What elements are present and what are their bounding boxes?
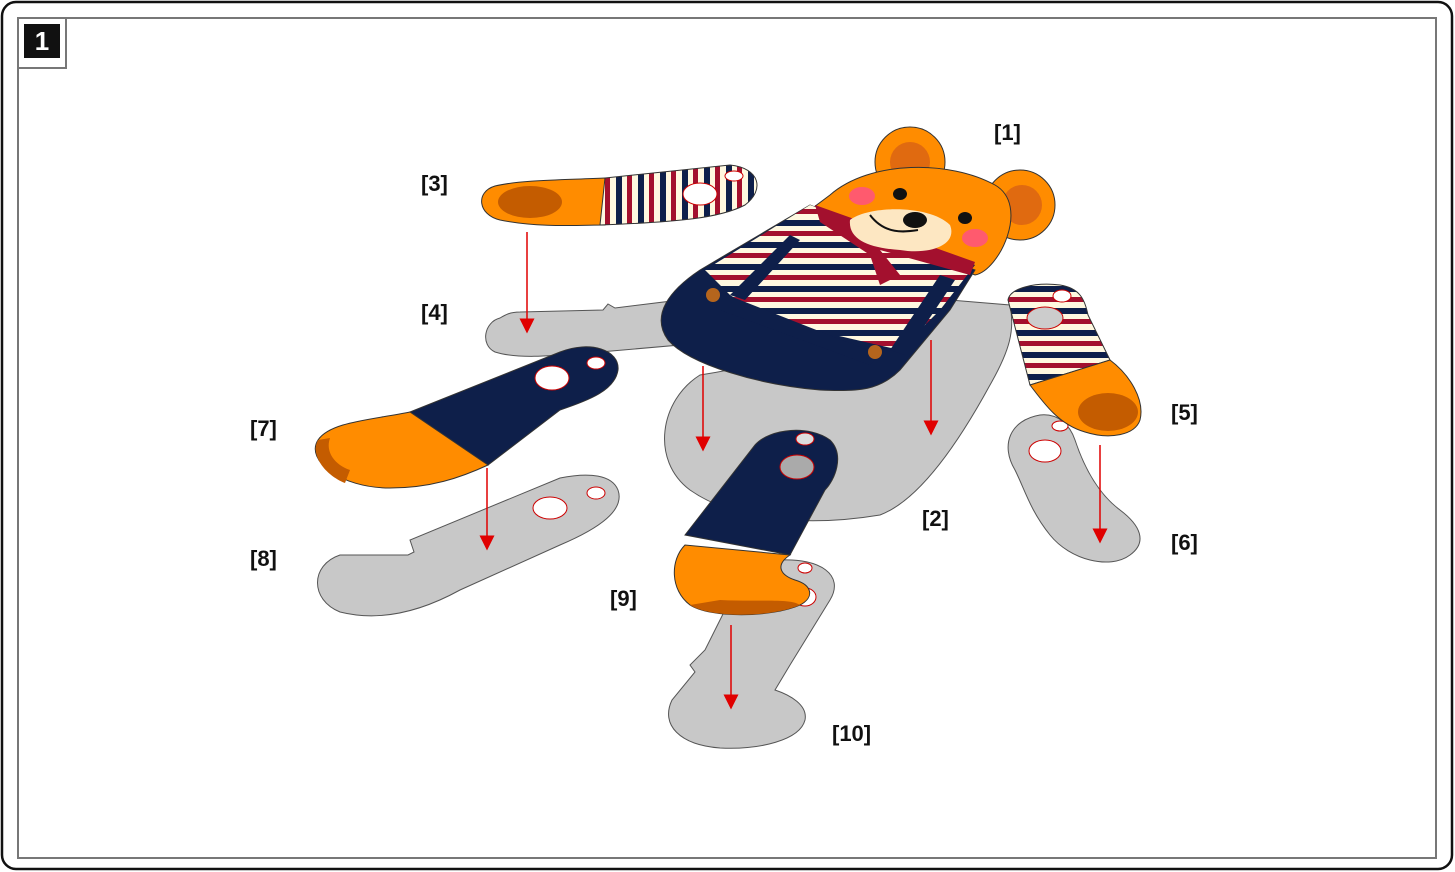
label-part-8: [8] bbox=[250, 546, 277, 572]
label-part-3: [3] bbox=[421, 171, 448, 197]
label-part-5: [5] bbox=[1171, 400, 1198, 426]
label-part-2: [2] bbox=[922, 506, 949, 532]
label-part-7: [7] bbox=[250, 416, 277, 442]
label-part-10: [10] bbox=[832, 721, 871, 747]
label-part-6: [6] bbox=[1171, 530, 1198, 556]
label-part-4: [4] bbox=[421, 300, 448, 326]
label-part-1: [1] bbox=[994, 120, 1021, 146]
step-number-badge: 1 bbox=[24, 24, 60, 58]
label-part-9: [9] bbox=[610, 586, 637, 612]
